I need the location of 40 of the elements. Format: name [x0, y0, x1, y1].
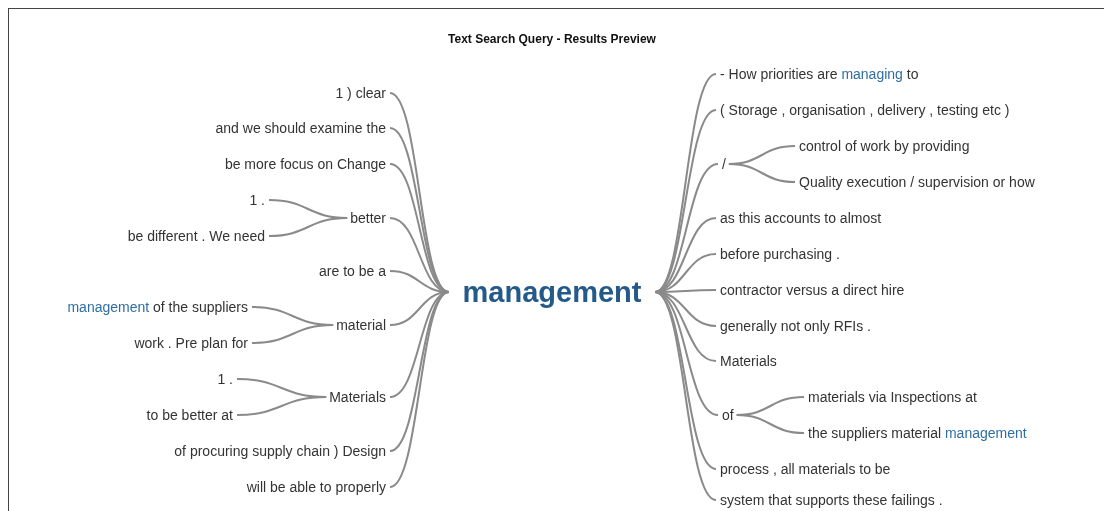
- phrase-text: /: [722, 154, 726, 174]
- phrase-text: will be able to properly: [246, 477, 386, 497]
- search-term: management: [452, 272, 652, 312]
- phrase-text: work . Pre plan for: [134, 333, 248, 353]
- phrase-text: Materials: [329, 387, 386, 407]
- branch-line: [268, 217, 349, 237]
- branch-line: [389, 127, 450, 293]
- branch-line: [236, 396, 328, 416]
- phrase-text: as this accounts to almost: [720, 208, 882, 228]
- phrase-text: contractor versus a direct hire: [720, 280, 905, 300]
- branch-line: [735, 414, 805, 434]
- phrase-text: 1 ) clear: [335, 83, 386, 103]
- phrase-text: - How priorities are managing to: [720, 64, 919, 84]
- phrase-text: ( Storage , organisation , delivery , testing etc ): [720, 100, 1010, 120]
- phrase-text: be more focus on Change: [224, 154, 386, 174]
- phrase-text: generally not only RFIs .: [720, 316, 871, 336]
- title: Text Search Query - Results Preview: [447, 31, 657, 48]
- phrase-text: 1 .: [217, 369, 233, 389]
- phrase-text: control of work by providing: [799, 136, 970, 156]
- phrase-text: system that supports these failings .: [720, 490, 943, 510]
- phrase-text: of procuring supply chain ) Design: [174, 441, 386, 461]
- branch-line: [654, 109, 717, 293]
- phrase-text: 1 .: [249, 190, 265, 210]
- phrase-text: and we should examine the: [215, 118, 386, 138]
- phrase-text: materials via Inspections at: [808, 387, 977, 407]
- branch-line: [389, 291, 450, 488]
- phrase-text: be different . We need: [127, 226, 265, 246]
- phrase-text: to be better at: [146, 405, 233, 425]
- phrase-text: before purchasing .: [720, 244, 840, 264]
- phrase-text: Quality execution / supervision or how: [799, 172, 1035, 192]
- phrase-text: the suppliers material management: [808, 423, 1027, 443]
- phrase-text: are to be a: [319, 261, 386, 281]
- phrase-text: better: [350, 208, 386, 228]
- phrase-text: management of the suppliers: [67, 297, 248, 317]
- phrase-text: Materials: [720, 351, 777, 371]
- phrase-text: material: [336, 315, 386, 335]
- phrase-text: process , all materials to be: [720, 459, 891, 479]
- branch-line: [251, 324, 335, 344]
- phrase-text: of: [722, 405, 734, 425]
- branch-line: [727, 163, 796, 183]
